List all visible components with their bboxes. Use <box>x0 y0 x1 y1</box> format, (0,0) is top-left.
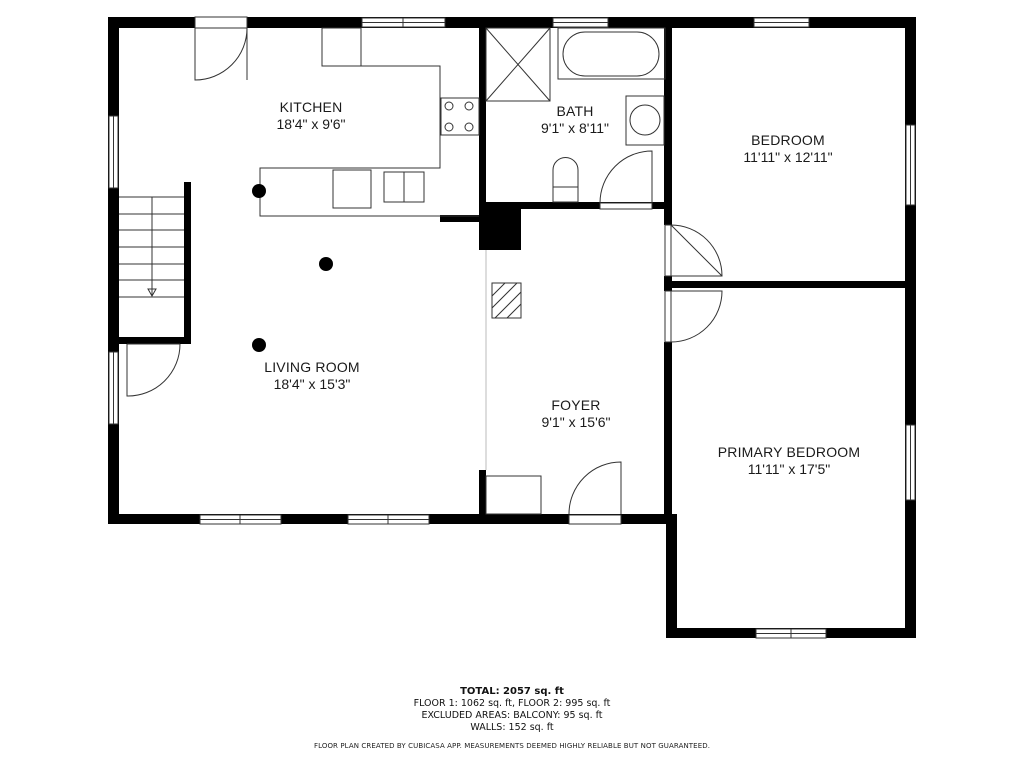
room-name: LIVING ROOM <box>264 359 360 375</box>
room-living-room: LIVING ROOM 18'4" x 15'3" <box>264 359 360 393</box>
room-kitchen: KITCHEN 18'4" x 9'6" <box>277 99 346 133</box>
shower-icon <box>485 27 551 102</box>
room-name: BATH <box>556 103 594 119</box>
front-door-icon <box>568 461 622 515</box>
living-door-icon <box>126 343 181 397</box>
exterior-walls <box>108 17 916 638</box>
room-dimensions: 11'11" x 17'5" <box>747 461 831 477</box>
interior-walls <box>119 17 916 522</box>
room-bedroom: BEDROOM 11'11" x 12'11" <box>743 132 832 166</box>
dishwasher-icon <box>332 169 372 209</box>
bedroom-door-icon <box>670 224 723 277</box>
fireplace-icon <box>491 282 522 319</box>
room-name: PRIMARY BEDROOM <box>717 444 861 460</box>
room-name: KITCHEN <box>279 99 343 115</box>
room-dimensions: 18'4" x 9'6" <box>276 116 346 132</box>
bath-door-icon <box>599 150 653 204</box>
floor-areas: FLOOR 1: 1062 sq. ft, FLOOR 2: 995 sq. f… <box>413 698 611 709</box>
floor-plan <box>108 16 916 639</box>
room-foyer: FOYER 9'1" x 15'6" <box>542 397 611 431</box>
room-dimensions: 9'1" x 15'6" <box>541 414 611 430</box>
ceiling-fixtures <box>252 184 333 352</box>
kitchen-door-icon <box>194 27 248 81</box>
disclaimer: FLOOR PLAN CREATED BY CUBICASA APP. MEAS… <box>313 742 711 750</box>
room-primary-bedroom: PRIMARY BEDROOM 11'11" x 17'5" <box>718 444 861 478</box>
closet-icon <box>485 475 542 515</box>
windows <box>108 16 916 639</box>
stove-icon <box>440 97 480 136</box>
walls-area: WALLS: 152 sq. ft <box>470 722 554 733</box>
stair-arrow-icon <box>147 288 157 298</box>
room-name: BEDROOM <box>751 132 825 148</box>
area-summary: TOTAL: 2057 sq. ft FLOOR 1: 1062 sq. ft,… <box>0 686 1024 734</box>
room-dimensions: 18'4" x 15'3" <box>273 376 351 392</box>
excluded-areas: EXCLUDED AREAS: BALCONY: 95 sq. ft <box>421 710 603 721</box>
bath-fixtures <box>485 27 666 203</box>
room-dimensions: 11'11" x 12'11" <box>743 149 833 165</box>
room-bath: BATH 9'1" x 8'11" <box>541 103 609 137</box>
total-area: TOTAL: 2057 sq. ft <box>460 686 564 697</box>
room-name: FOYER <box>551 397 601 413</box>
bathroom-sink-icon <box>625 95 665 146</box>
primary-door-icon <box>670 290 723 343</box>
toilet-icon <box>552 157 579 203</box>
room-dimensions: 9'1" x 8'11" <box>541 120 609 136</box>
fridge-icon <box>321 27 362 67</box>
kitchen-fixtures <box>259 27 480 217</box>
stairs <box>119 196 184 298</box>
doors <box>126 27 723 515</box>
foyer-fixtures <box>485 250 542 515</box>
bathtub-icon <box>557 27 666 80</box>
